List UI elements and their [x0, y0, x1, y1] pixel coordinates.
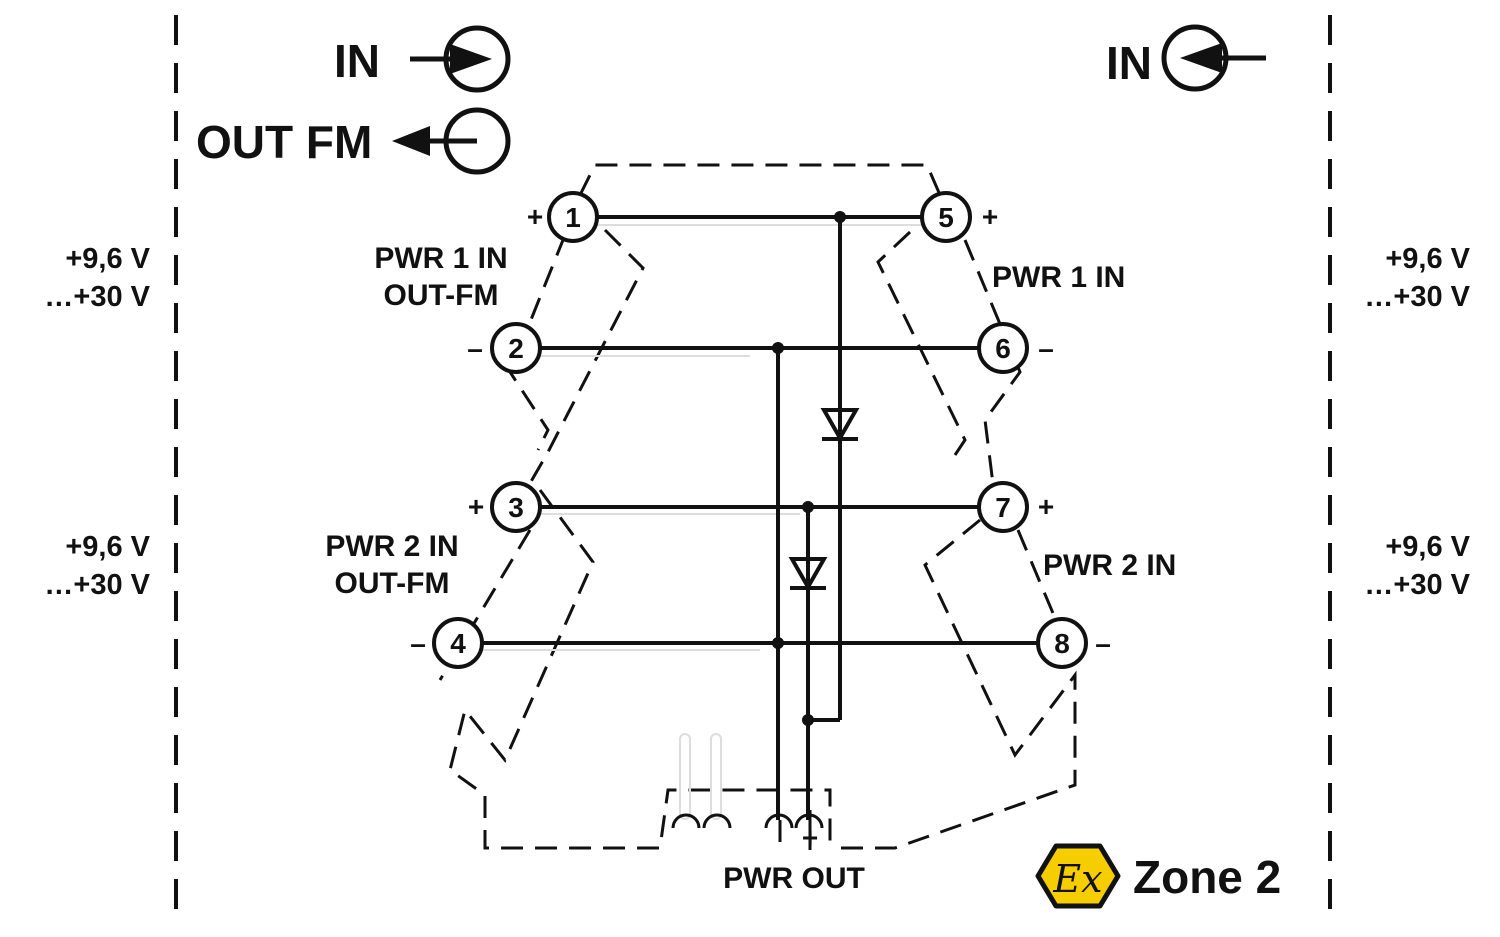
pwr1-in-out-fm-label-line2: OUT-FM: [384, 279, 499, 312]
out-fm-label: OUT FM: [196, 116, 372, 168]
pwr2-in-right-label: PWR 2 IN: [1043, 549, 1176, 582]
in-arrow-left-icon: [410, 25, 511, 93]
voltage-left-top-line2: …+30 V: [44, 281, 150, 313]
pwr1-in-right-label: PWR 1 IN: [992, 261, 1125, 294]
diode-icon: [820, 408, 860, 443]
terminal-1: 1: [547, 191, 599, 243]
ex-mark-text: Ex: [1052, 857, 1102, 901]
pwr2-in-out-fm-label-line2: OUT-FM: [335, 567, 450, 600]
voltage-left-bottom-line2: …+30 V: [44, 569, 150, 601]
terminal-1-polarity: +: [527, 201, 543, 232]
pwr2-in-out-fm-label-line1: PWR 2 IN: [325, 530, 458, 563]
pwr-out-plus-sign: +: [802, 822, 818, 853]
terminal-4-polarity: –: [410, 628, 426, 659]
terminal-8: 8: [1036, 617, 1088, 669]
terminal-8-number: 8: [1054, 628, 1070, 659]
in-arrow-right-icon: [1161, 24, 1266, 92]
terminal-4: 4: [432, 617, 484, 669]
terminal-5-number: 5: [938, 202, 954, 233]
terminal-4-number: 4: [450, 628, 466, 659]
pwr-out-label: PWR OUT: [723, 862, 865, 895]
terminal-2-number: 2: [508, 333, 524, 364]
terminal-5: 5: [920, 191, 972, 243]
pwr1-in-out-fm-label-line1: PWR 1 IN: [374, 242, 507, 275]
terminal-6-polarity: –: [1038, 333, 1054, 364]
terminal-3-polarity: +: [468, 491, 484, 522]
terminal-8-polarity: –: [1095, 628, 1111, 659]
terminal-6: 6: [977, 322, 1029, 374]
terminal-2-polarity: –: [467, 333, 483, 364]
in-right-label: IN: [1106, 37, 1152, 89]
diode-icon: [788, 557, 828, 592]
terminal-3-number: 3: [508, 492, 524, 523]
terminal-1-number: 1: [565, 202, 581, 233]
terminal-3: 3: [490, 481, 542, 533]
terminal-6-number: 6: [995, 333, 1011, 364]
voltage-right-bottom-line2: …+30 V: [1364, 569, 1470, 601]
voltage-right-bottom-line1: +9,6 V: [1385, 531, 1470, 563]
ex-hexagon-icon: Ex: [1035, 843, 1121, 909]
terminal-2: 2: [490, 322, 542, 374]
voltage-right-top-line2: …+30 V: [1364, 281, 1470, 313]
faint-inner-lines: [480, 224, 930, 820]
voltage-right-top-line1: +9,6 V: [1385, 243, 1470, 275]
terminal-7-number: 7: [995, 492, 1011, 523]
pwr-out-connector: [671, 813, 824, 829]
internal-wiring: [482, 211, 1038, 820]
terminal-7: 7: [977, 481, 1029, 533]
terminal-7-polarity: +: [1038, 491, 1054, 522]
zone-label: Zone 2: [1133, 851, 1281, 903]
out-fm-arrow-icon: [392, 107, 511, 175]
voltage-left-top-line1: +9,6 V: [65, 243, 150, 275]
terminal-5-polarity: +: [982, 201, 998, 232]
in-left-label: IN: [334, 35, 380, 87]
voltage-left-bottom-line1: +9,6 V: [65, 531, 150, 563]
